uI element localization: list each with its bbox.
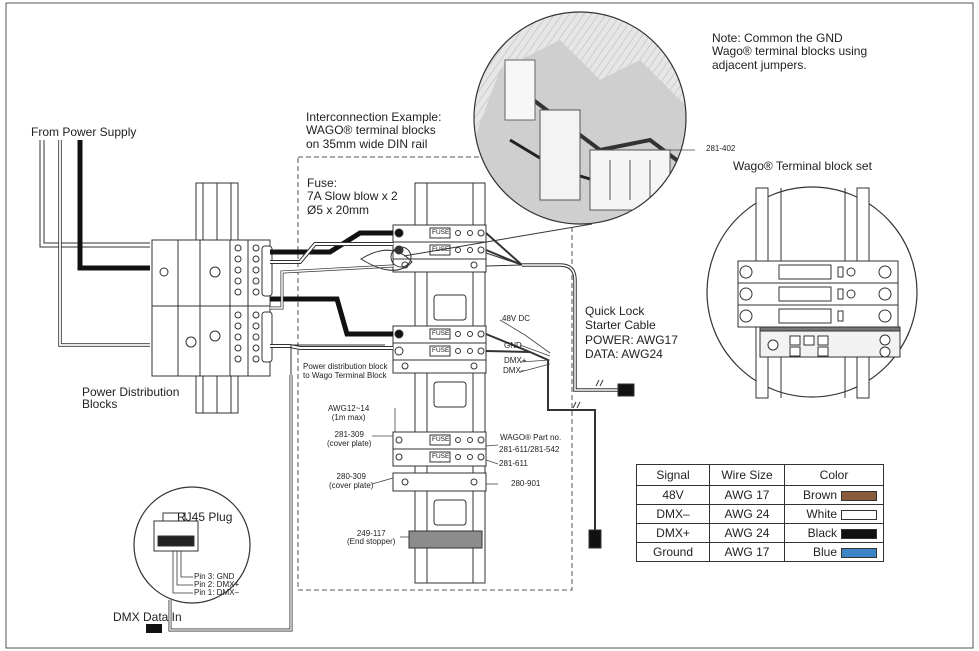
wago-set-label: Wago® Terminal block set [733,159,872,173]
signal-cell: 48V [636,485,710,505]
color-cell: Black [784,523,884,543]
header-wire-size: Wire Size [709,464,785,486]
signal-cell: DMX– [636,504,710,524]
awg-label: AWG12~14(1m max) [328,404,370,422]
label-dmx-minus: DMX– [503,366,526,375]
part-281-611-542-label: 281-611/281-542 [499,445,560,454]
fuse-label: FUSE [432,453,450,460]
color-swatch [841,528,877,539]
header-signal: Signal [636,464,710,486]
color-cell: Brown [784,485,884,505]
color-swatch [841,547,877,558]
table-row: 48V AWG 17 Brown [636,485,884,505]
part-281-402-label: 281-402 [706,144,736,153]
part-280-309-label: 280-309(cover plate) [329,472,374,490]
outer-frame [5,2,974,649]
rj45-zoom [133,344,385,633]
table-row: Ground AWG 17 Blue [636,542,884,562]
terminal-group-2 [392,325,487,374]
color-swatch [841,490,877,501]
table-row: DMX+ AWG 24 Black [636,523,884,543]
terminal-group-3 [392,431,487,492]
pin1-label: Pin 1: DMX– [194,588,239,597]
color-cell: White [784,504,884,524]
interconnection-box [297,156,573,591]
wago-part-no-label: WAGO® Part no. [500,433,562,442]
power-supply-wires [39,140,150,347]
part-281-309-label: 281-309(cover plate) [327,430,372,448]
fuse-label: FUSE [432,229,450,236]
wire-size-cell: AWG 17 [709,542,785,562]
gnd-jumper [360,249,413,271]
fuse-label: FUSE [432,347,450,354]
signal-table-header: Signal Wire Size Color [636,464,884,486]
dmx-data-in-label: DMX Data In [113,610,182,624]
from-power-supply-label: From Power Supply [31,125,137,139]
rj45-plug-label: RJ45 Plug [177,510,233,524]
table-row: DMX– AWG 24 White [636,504,884,524]
leader-lines [371,319,551,538]
part-249-117-label: 249-117(End stopper) [347,529,396,546]
wago-set-zoom [706,186,918,399]
label-gnd: GND [504,341,522,350]
end-stopper [408,530,483,549]
photo-zoom-circle [474,12,686,224]
color-cell: Blue [784,542,884,562]
power-distribution-blocks [151,182,273,414]
pin3-label: Pin 3: GND [194,572,235,581]
part-280-901-label: 280-901 [511,479,541,488]
fuse-label: FUSE [432,246,450,253]
wire-size-cell: AWG 24 [709,504,785,524]
part-281-611-label: 281-611 [499,459,528,468]
signal-table: Signal Wire Size Color 48V AWG 17 Brown … [636,464,884,562]
pin2-label: Pin 2: DMX+ [194,580,240,589]
signal-cell: DMX+ [636,523,710,543]
signal-cell: Ground [636,542,710,562]
label-48v-dc: 48V DC [502,314,531,323]
header-color: Color [784,464,884,486]
quick-lock-cable [485,232,635,549]
inter-wires [270,230,394,350]
fuse-label: FUSE [432,330,450,337]
label-dmx-plus: DMX+ [504,356,527,365]
color-swatch [841,509,877,520]
fuse-label: FUSE [432,436,450,443]
wire-size-cell: AWG 24 [709,523,785,543]
interconnection-label: Interconnection Example:WAGO® terminal b… [306,110,442,151]
wire-size-cell: AWG 17 [709,485,785,505]
